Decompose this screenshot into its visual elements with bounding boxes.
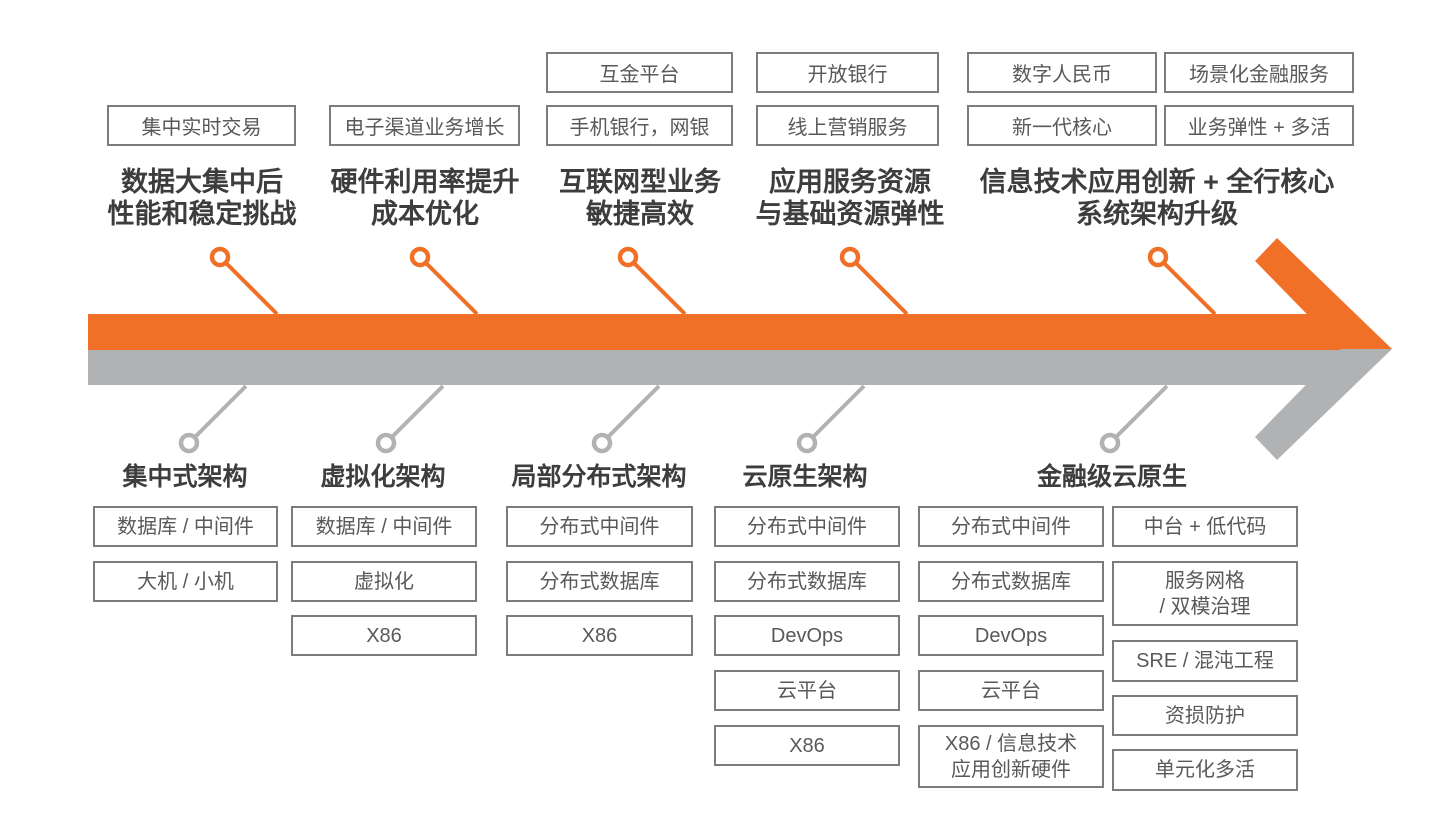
era-item-box: 分布式中间件 xyxy=(714,506,900,547)
tag-box: 业务弹性 + 多活 xyxy=(1164,105,1354,146)
phase-pin-icon xyxy=(1147,246,1217,316)
era-item-box: X86 xyxy=(506,615,693,656)
tag-box: 电子渠道业务增长 xyxy=(329,105,520,146)
phase-title: 硬件利用率提升 成本优化 xyxy=(330,167,520,229)
era-item-box: 数据库 / 中间件 xyxy=(93,506,278,547)
era-title: 云原生架构 xyxy=(742,463,868,491)
phase-pin-icon xyxy=(839,246,909,316)
era-item-box: 分布式数据库 xyxy=(714,561,900,602)
era-title: 金融级云原生 xyxy=(1036,463,1187,491)
tag-box: 数字人民币 xyxy=(967,52,1157,93)
phase-title: 应用服务资源 与基础资源弹性 xyxy=(755,167,945,229)
tag-box: 新一代核心 xyxy=(967,105,1157,146)
era-title: 局部分布式架构 xyxy=(511,463,687,491)
era-item-box: 数据库 / 中间件 xyxy=(291,506,477,547)
era-item-box: 单元化多活 xyxy=(1112,749,1298,791)
era-item-box: X86 / 信息技术 应用创新硬件 xyxy=(918,725,1104,788)
era-pin-icon xyxy=(796,384,866,454)
era-pin-icon xyxy=(375,384,445,454)
era-pin-icon xyxy=(591,384,661,454)
phase-pin-icon xyxy=(617,246,687,316)
arrowhead-lower-icon xyxy=(1255,349,1392,460)
era-item-box: 分布式数据库 xyxy=(506,561,693,602)
arrowhead-upper-icon xyxy=(1255,238,1392,349)
phase-title: 数据大集中后 性能和稳定挑战 xyxy=(107,167,297,229)
era-item-box: DevOps xyxy=(714,615,900,656)
phase-title: 信息技术应用创新 + 全行核心 系统架构升级 xyxy=(979,167,1335,229)
arrow-band-gray xyxy=(88,350,1343,385)
tag-box: 开放银行 xyxy=(756,52,939,93)
era-item-box: 虚拟化 xyxy=(291,561,477,602)
phase-title: 互联网型业务 敏捷高效 xyxy=(559,167,721,229)
tag-box: 集中实时交易 xyxy=(107,105,296,146)
arrow-band-orange xyxy=(88,314,1343,350)
era-item-box: 资损防护 xyxy=(1112,695,1298,736)
phase-pin-icon xyxy=(209,246,279,316)
era-item-box: 中台 + 低代码 xyxy=(1112,506,1298,547)
era-title: 集中式架构 xyxy=(122,463,248,491)
tag-box: 线上营销服务 xyxy=(756,105,939,146)
era-title: 虚拟化架构 xyxy=(320,463,446,491)
era-item-box: SRE / 混沌工程 xyxy=(1112,640,1298,682)
era-item-box: 大机 / 小机 xyxy=(93,561,278,602)
era-item-box: 分布式数据库 xyxy=(918,561,1104,602)
era-item-box: 分布式中间件 xyxy=(506,506,693,547)
era-item-box: DevOps xyxy=(918,615,1104,656)
era-pin-icon xyxy=(1099,384,1169,454)
era-item-box: 云平台 xyxy=(714,670,900,711)
era-item-box: 分布式中间件 xyxy=(918,506,1104,547)
phase-pin-icon xyxy=(409,246,479,316)
era-item-box: 服务网格 / 双模治理 xyxy=(1112,561,1298,626)
era-item-box: X86 xyxy=(291,615,477,656)
era-item-box: 云平台 xyxy=(918,670,1104,711)
tag-box: 手机银行，网银 xyxy=(546,105,733,146)
tag-box: 场景化金融服务 xyxy=(1164,52,1354,93)
era-pin-icon xyxy=(178,384,248,454)
era-item-box: X86 xyxy=(714,725,900,766)
tag-box: 互金平台 xyxy=(546,52,733,93)
